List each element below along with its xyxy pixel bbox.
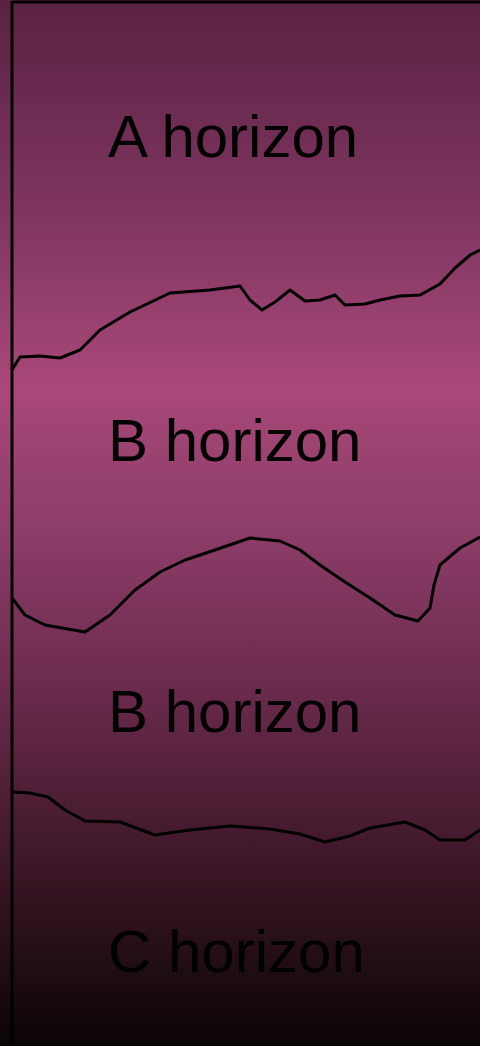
horizon-boundary [12, 792, 480, 842]
soil-horizon-band: B horizon [0, 300, 480, 590]
profile-edge [12, 1, 480, 4]
profile-edge [11, 1, 14, 1046]
horizon-label: B horizon [108, 411, 361, 471]
horizon-boundary [12, 250, 480, 370]
horizon-boundary [12, 537, 480, 632]
horizon-label: A horizon [108, 107, 358, 167]
soil-horizon-band: C horizon [0, 820, 480, 1046]
horizon-label: B horizon [108, 682, 361, 742]
soil-horizon-band: B horizon [0, 590, 480, 820]
soil-horizon-band: A horizon [0, 0, 480, 300]
horizon-label: C horizon [108, 922, 365, 982]
